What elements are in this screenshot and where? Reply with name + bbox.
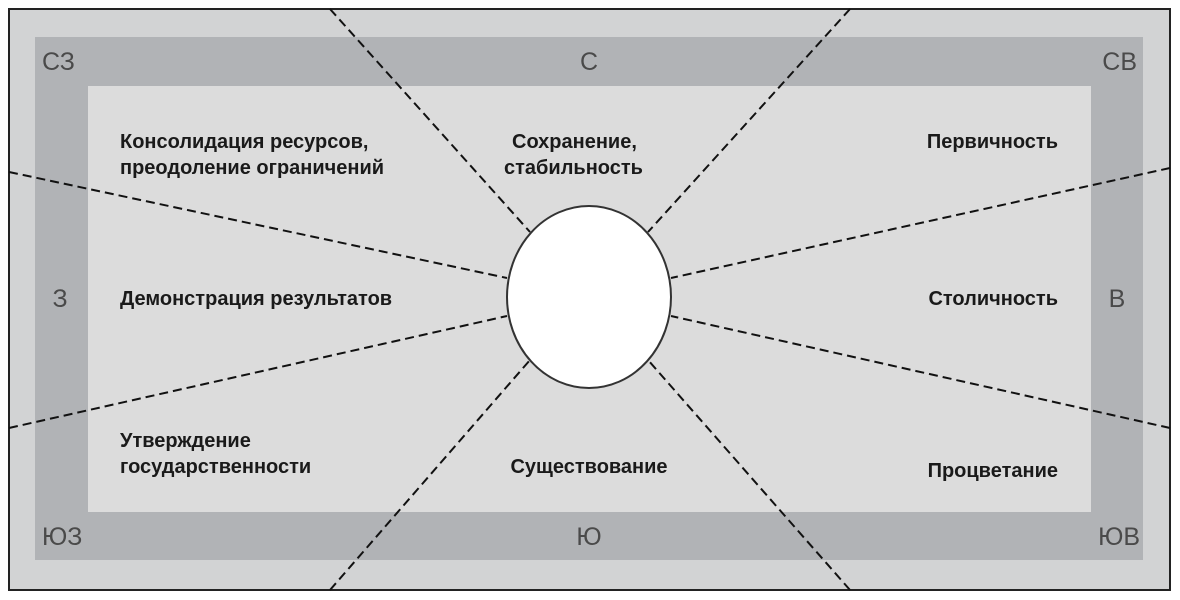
divider-e-ne (670, 167, 1171, 279)
sector-nw-label: Консолидация ресурсов, преодоление огран… (120, 131, 384, 179)
divider-s-sw (329, 359, 531, 591)
direction-e: В (1109, 285, 1126, 313)
sector-se-label: Процветание (928, 460, 1058, 482)
direction-nw: СЗ (42, 48, 75, 76)
direction-w: З (52, 285, 67, 313)
sector-s-label: Существование (510, 456, 667, 478)
divider-n-nw (329, 8, 531, 233)
sector-n-label: Сохранение, стабильность (504, 131, 643, 179)
divider-w-sw (8, 315, 508, 429)
divider-s-se (647, 359, 851, 591)
sector-label-line: Сохранение, (512, 131, 637, 153)
divider-n-ne (647, 8, 851, 233)
sector-label-line: Утверждение (120, 430, 251, 452)
sector-label-line: государственности (120, 456, 311, 478)
sector-ne-label: Первичность (927, 131, 1058, 153)
sector-label-line: преодоление ограничений (120, 157, 384, 179)
sector-w-label: Демонстрация результатов (120, 288, 392, 310)
sector-e-label: Столичность (928, 288, 1058, 310)
divider-w-nw (8, 171, 508, 279)
sector-dividers (8, 8, 1171, 591)
direction-s: Ю (576, 523, 601, 551)
direction-ne: СВ (1102, 48, 1137, 76)
divider-e-se (670, 315, 1171, 429)
center-circle (506, 205, 672, 389)
direction-sw: ЮЗ (42, 523, 82, 551)
sector-label-line: Консолидация ресурсов, (120, 131, 368, 153)
sector-label-line: стабильность (504, 157, 643, 179)
direction-n: С (580, 48, 598, 76)
direction-se: ЮВ (1098, 523, 1140, 551)
sector-sw-label: Утверждение государственности (120, 430, 311, 478)
